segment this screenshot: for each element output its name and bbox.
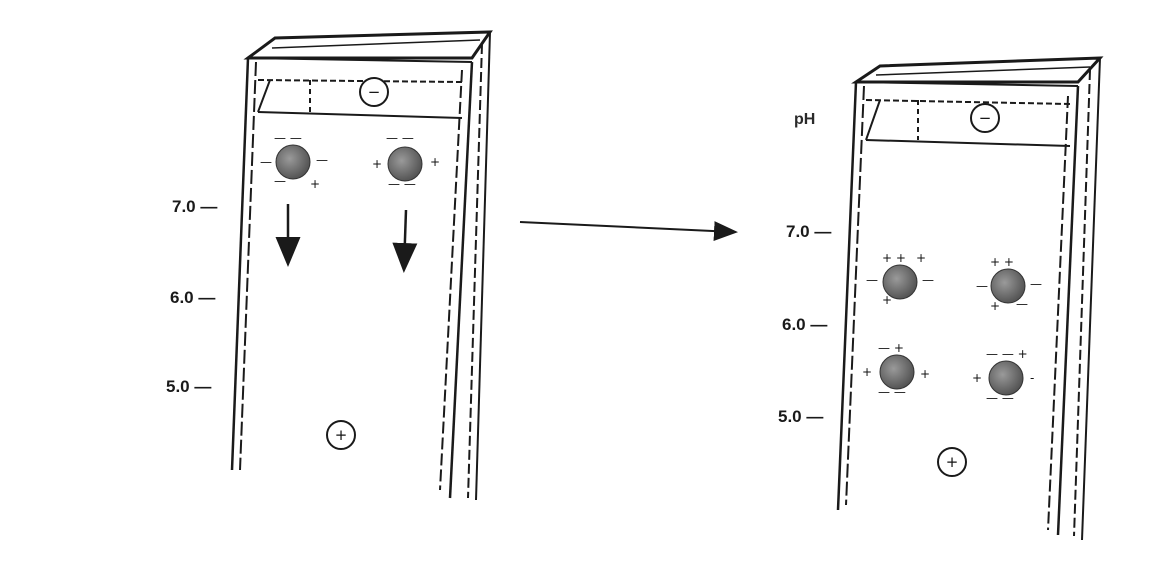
left-scale-7: 7.0 — <box>172 197 217 216</box>
svg-text:— —: — — <box>386 131 414 145</box>
left-bottom-electrode-icon: + <box>326 420 356 450</box>
svg-text:+: + <box>920 367 930 381</box>
svg-text:—: — <box>316 153 328 167</box>
svg-text:+: + <box>990 299 1000 313</box>
ph-label: pH <box>794 111 815 128</box>
left-bottom-electrode-sign: + <box>335 426 348 444</box>
svg-text:+: + <box>972 371 982 385</box>
left-scale-5: 5.0 — <box>166 377 211 396</box>
left-top-electrode-sign: − <box>368 83 381 101</box>
svg-text:+ +: + + <box>990 255 1014 269</box>
svg-text:— —: — — <box>274 131 302 145</box>
left-top-electrode-icon: − <box>359 77 389 107</box>
svg-text:—: — <box>260 155 272 169</box>
svg-text:— +: — + <box>878 341 904 355</box>
svg-text:+: + <box>372 157 382 171</box>
svg-text:—: — <box>866 273 878 287</box>
svg-text:—: — <box>1030 277 1042 291</box>
svg-text:-: - <box>1030 371 1034 385</box>
svg-text:+: + <box>430 155 440 169</box>
right-scale-7: 7.0 — <box>786 222 831 241</box>
right-particle-2-icon: + + — — + — <box>976 255 1042 313</box>
right-top-electrode-icon: − <box>970 103 1000 133</box>
right-particle-3-icon: — + + + — — <box>862 341 930 399</box>
right-top-electrode-sign: − <box>979 109 992 127</box>
right-arrow-icon <box>519 221 738 242</box>
svg-text:— — +: — — + <box>986 347 1028 361</box>
svg-text:— —: — — <box>388 177 416 191</box>
svg-text:—: — <box>274 174 286 188</box>
right-bottom-electrode-sign: + <box>946 453 959 471</box>
left-particle-1-icon: — — — — — + <box>260 131 328 191</box>
svg-text:—: — <box>976 279 988 293</box>
svg-text:— —: — — <box>986 391 1014 405</box>
right-column <box>836 56 1104 541</box>
down-arrow-icon <box>392 209 418 273</box>
right-scale-5: 5.0 — <box>778 407 823 426</box>
right-scale-6: 6.0 — <box>782 315 827 334</box>
svg-text:—: — <box>1016 297 1028 311</box>
left-scale-6: 6.0 — <box>170 288 215 307</box>
svg-text:+: + <box>862 365 872 379</box>
svg-text:+: + <box>882 293 892 307</box>
left-column <box>230 30 493 501</box>
right-bottom-electrode-icon: + <box>937 447 967 477</box>
svg-text:—: — <box>922 273 934 287</box>
svg-text:+ +: + + <box>882 251 906 265</box>
right-particle-1-icon: + + — — + + <box>866 251 934 307</box>
left-particle-2-icon: — — + + — — <box>372 131 440 191</box>
right-particle-4-icon: — — + + - — — <box>972 347 1034 405</box>
svg-text:— —: — — <box>878 385 906 399</box>
svg-text:+: + <box>310 177 320 191</box>
svg-text:+: + <box>916 251 926 265</box>
